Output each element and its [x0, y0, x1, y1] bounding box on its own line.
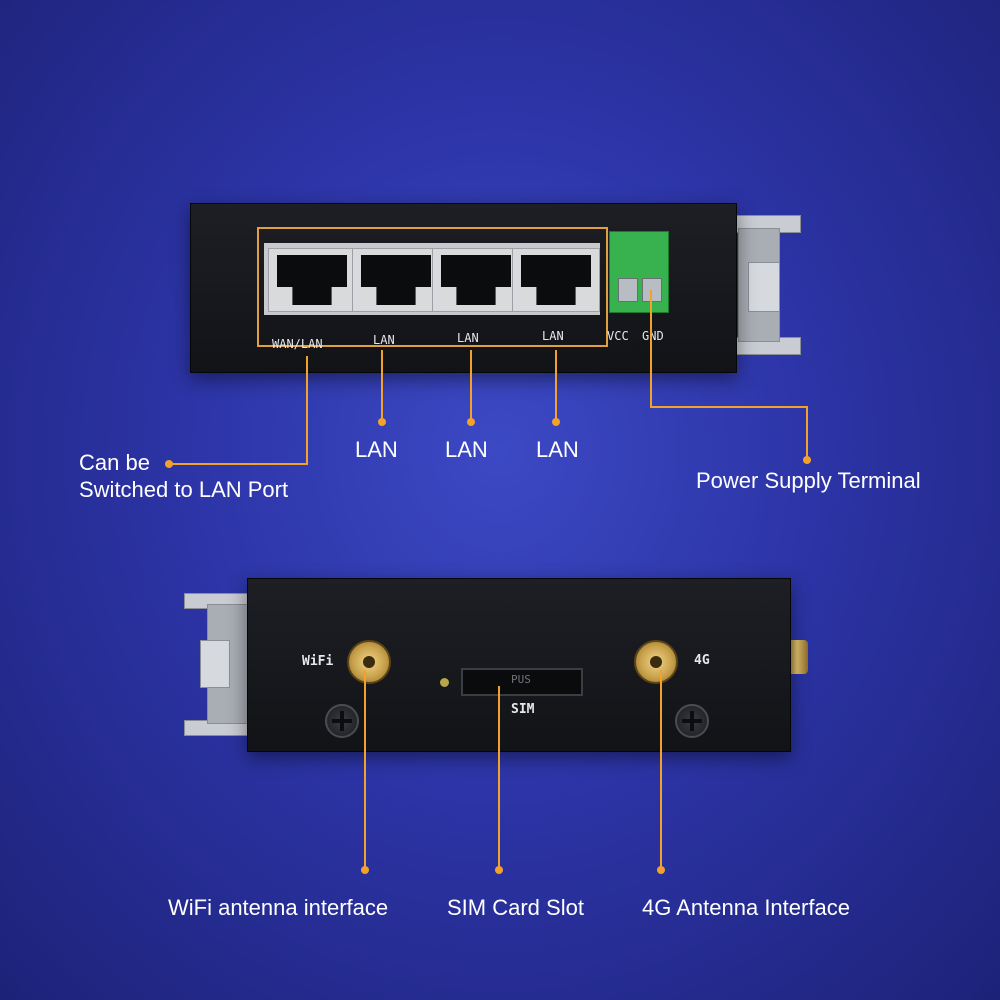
sim-indicator-led — [440, 678, 449, 687]
callout-lan-3: LAN — [536, 437, 579, 462]
sim-slot-text: PUS — [511, 673, 531, 686]
callout-dot-lte — [657, 866, 665, 874]
rj45-port-lan-3 — [512, 248, 600, 312]
terminal-label-gnd: GND — [642, 329, 664, 343]
callout-line-sim — [498, 686, 500, 870]
power-terminal-block — [609, 231, 669, 313]
sim-panel-label: SIM — [511, 702, 535, 717]
callout-wan-line1: Can be — [79, 450, 150, 475]
callout-dot-sim — [495, 866, 503, 874]
top-mount-bracket-clip — [748, 262, 780, 312]
bottom-mount-bracket-clip — [200, 640, 230, 688]
panel-screw-left — [325, 704, 359, 738]
callout-line-lte — [660, 670, 662, 870]
rj45-port-lan-1 — [352, 248, 440, 312]
port-label-wan: WAN/LAN — [272, 337, 323, 351]
callout-line-lan-3 — [555, 350, 557, 422]
callout-lte-antenna: 4G Antenna Interface — [642, 895, 850, 920]
callout-dot-lan-2 — [467, 418, 475, 426]
callout-line-wifi — [364, 670, 366, 870]
terminal-label-vcc: VCC — [607, 329, 629, 343]
port-label-lan-1: LAN — [373, 333, 395, 347]
callout-line-power-drop — [806, 406, 808, 460]
ports-highlight-frame — [257, 227, 608, 347]
terminal-screw-vcc — [618, 278, 638, 302]
callout-dot-wifi — [361, 866, 369, 874]
port-label-lan-2: LAN — [457, 331, 479, 345]
antenna-stub — [786, 640, 808, 674]
rj45-port-lan-2 — [432, 248, 520, 312]
sim-card-slot: PUS — [461, 668, 583, 696]
panel-screw-right — [675, 704, 709, 738]
callout-wan-text: Can be Switched to LAN Port — [79, 449, 288, 503]
callout-line-lan-1 — [381, 350, 383, 422]
callout-lan-2: LAN — [445, 437, 488, 462]
callout-dot-lan-3 — [552, 418, 560, 426]
lte-sma-connector — [634, 640, 678, 684]
wifi-panel-label: WiFi — [302, 654, 334, 669]
callout-line-wan-horizontal — [170, 463, 308, 465]
port-label-lan-3: LAN — [542, 329, 564, 343]
callout-dot-power — [803, 456, 811, 464]
callout-power: Power Supply Terminal — [696, 468, 921, 493]
callout-wifi-antenna: WiFi antenna interface — [168, 895, 389, 920]
lte-panel-label: 4G — [694, 653, 710, 668]
wifi-sma-connector — [347, 640, 391, 684]
rj45-port-wan — [268, 248, 356, 312]
callout-line-wan-vertical — [306, 356, 308, 465]
callout-lan-1: LAN — [355, 437, 398, 462]
callout-line-power-horizontal — [650, 406, 808, 408]
callout-line-power-vertical — [650, 290, 652, 408]
callout-line-lan-2 — [470, 350, 472, 422]
callout-sim-slot: SIM Card Slot — [447, 895, 584, 920]
callout-dot-lan-1 — [378, 418, 386, 426]
callout-wan-line2: Switched to LAN Port — [79, 477, 289, 502]
callout-dot-wan — [165, 460, 173, 468]
terminal-screw-gnd — [642, 278, 662, 302]
